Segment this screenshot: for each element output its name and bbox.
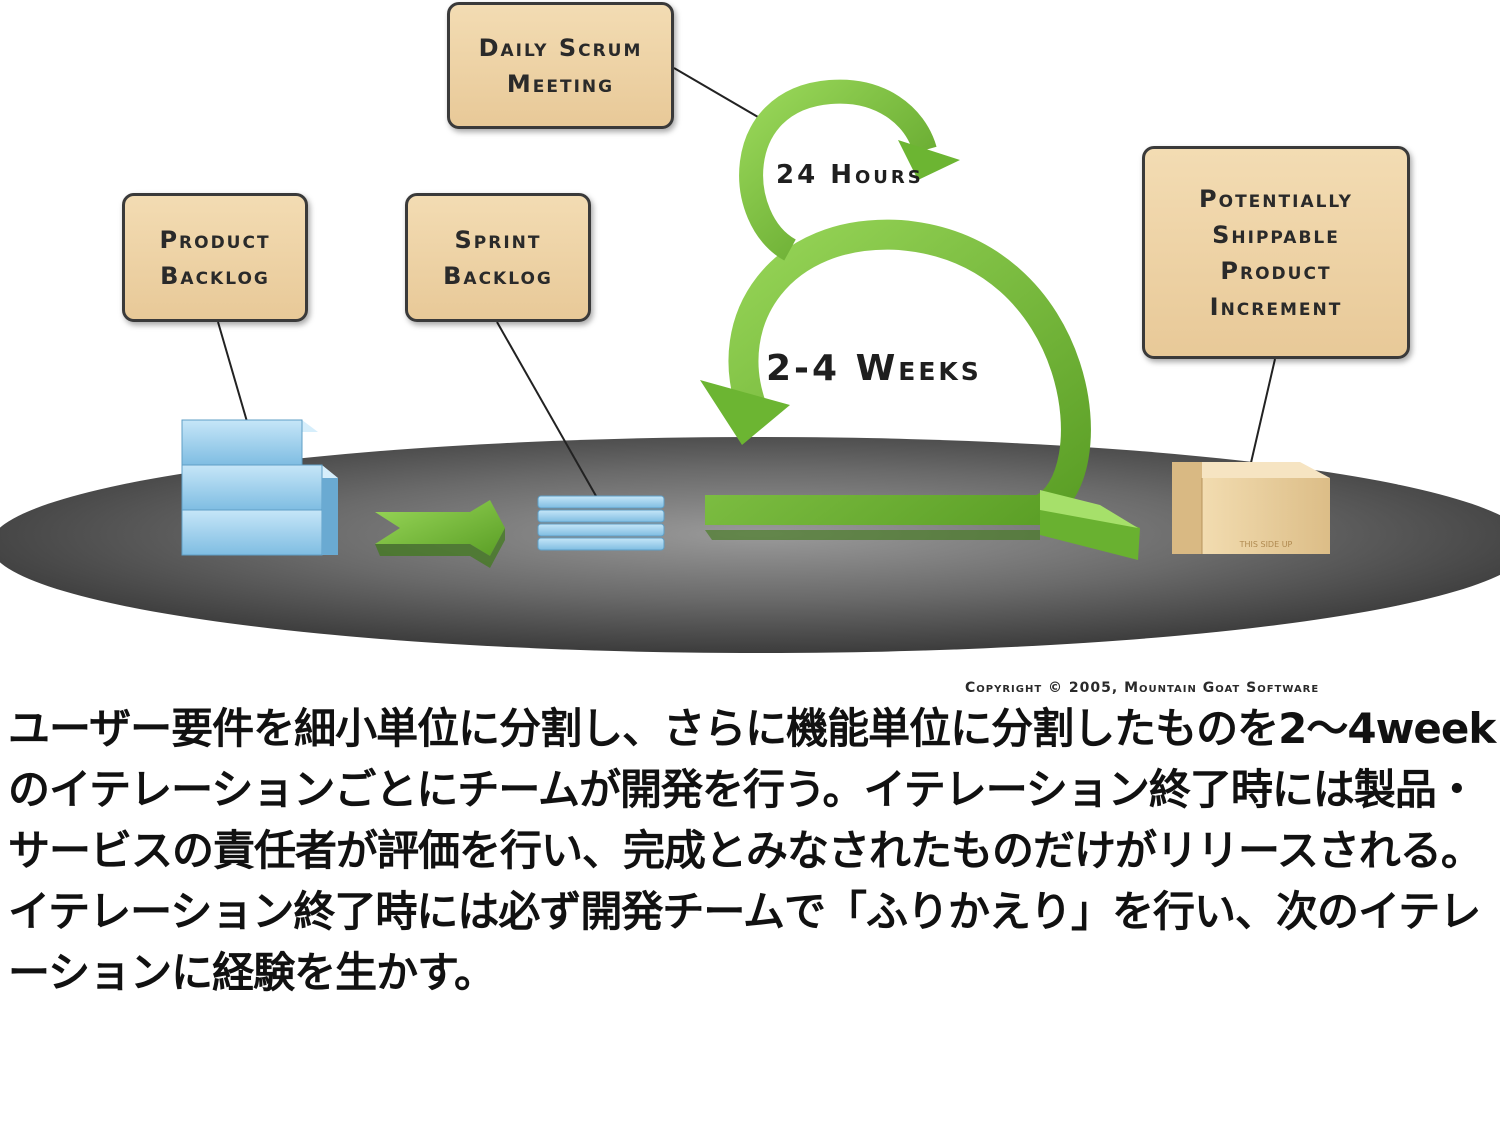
sprint-cycle-label: 2-4 Weeks [766,348,982,389]
copyright-notice: Copyright © 2005, Mountain Goat Software [965,680,1320,696]
daily-cycle-label: 24 Hours [776,160,924,190]
flow-arrow-icon [375,500,505,568]
daily-cycle-arrow-icon [739,79,960,261]
product-backlog-stack-icon [181,419,338,556]
shipping-box-icon: THIS SIDE UP [1172,462,1330,554]
sprint-cycle-arrow-icon [700,219,1140,560]
daily-connector-line [673,67,771,125]
description-text: ユーザー要件を細小単位に分割し、さらに機能単位に分割したものを2〜4weekのイ… [8,704,1496,997]
sprint-connector-line [496,321,601,504]
product-backlog-label: Product Backlog [122,193,308,322]
product-connector-line [217,321,249,426]
increment-connector-line [1249,358,1276,468]
sprint-backlog-label: Sprint Backlog [405,193,591,322]
daily-scrum-label: Daily Scrum Meeting [447,2,674,129]
box-stamp-text: THIS SIDE UP [1239,540,1293,549]
product-increment-label: Potentially Shippable Product Increment [1142,146,1410,359]
scrum-process-diagram: THIS SIDE UP Daily Scrum Meeting Product… [0,2,1500,696]
diagram-graphics: THIS SIDE UP [0,67,1500,653]
sprint-backlog-stack-icon [537,495,665,551]
platform-ellipse [0,437,1500,653]
